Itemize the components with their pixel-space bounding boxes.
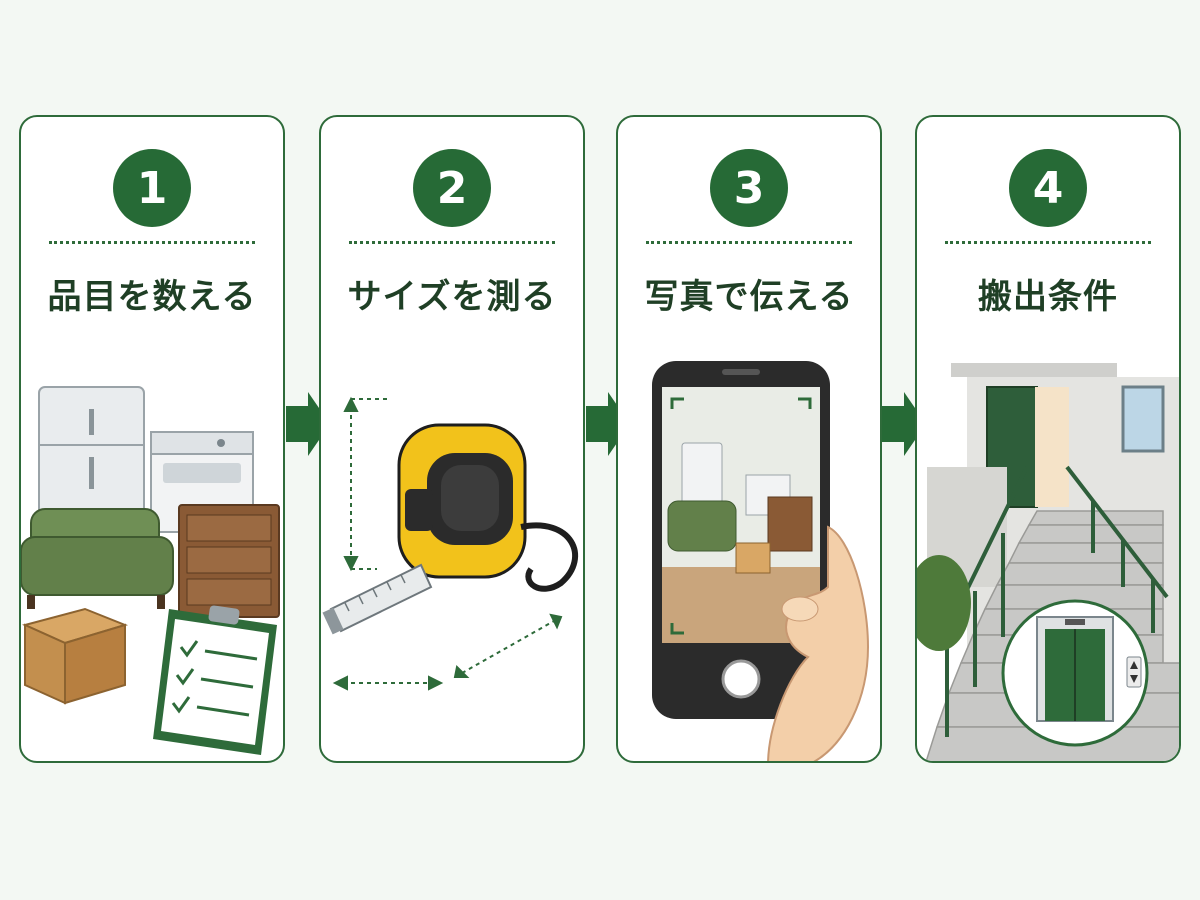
divider xyxy=(646,241,852,244)
tape-measure-icon xyxy=(322,396,579,691)
divider xyxy=(49,241,255,244)
step-card-1: 1 品目を数える xyxy=(19,115,285,763)
step-card-2: 2 サイズを測る xyxy=(319,115,585,763)
step-title: サイズを測る xyxy=(347,277,557,317)
step-number-badge: 2 xyxy=(413,149,491,227)
step-card-3: 3 写真で伝える xyxy=(616,115,882,763)
step-card-4: 4 搬出条件 xyxy=(915,115,1181,763)
appliances-furniture-icon xyxy=(21,386,280,755)
divider xyxy=(349,241,555,244)
step-number-badge: 4 xyxy=(1009,149,1087,227)
step-number-badge: 1 xyxy=(113,149,191,227)
divider xyxy=(945,241,1151,244)
step-title: 写真で伝える xyxy=(644,277,854,317)
stairs-icon xyxy=(917,363,1179,761)
elevator-icon xyxy=(1001,599,1149,747)
smartphone-camera-icon xyxy=(652,361,870,761)
clipboard-checklist-icon xyxy=(153,605,277,755)
step-title: 搬出条件 xyxy=(978,277,1118,317)
step-number-badge: 3 xyxy=(710,149,788,227)
step-title: 品目を数える xyxy=(47,277,257,317)
